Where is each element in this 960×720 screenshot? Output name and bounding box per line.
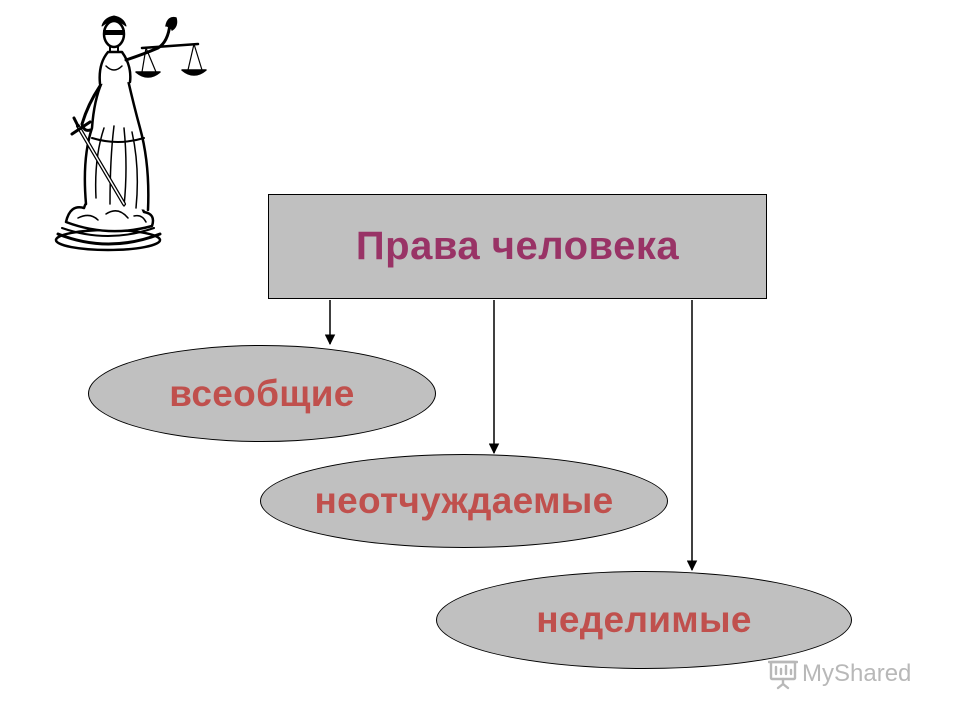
diagram-node-indivisible: неделимые	[436, 571, 852, 669]
diagram-node-label: неделимые	[536, 599, 752, 640]
diagram-node-universal: всеобщие	[88, 345, 436, 442]
diagram-title-box: Права человека	[268, 194, 767, 299]
diagram-node-label: всеобщие	[169, 372, 355, 414]
lady-justice-icon	[54, 15, 207, 252]
watermark: MyShared	[768, 656, 911, 692]
diagram-node-inalienable: неотчуждаемые	[260, 454, 668, 548]
diagram-title: Права человека	[355, 224, 680, 268]
watermark-text: MyShared	[802, 660, 912, 687]
presentation-board-icon	[768, 660, 798, 690]
diagram-node-label: неотчуждаемые	[314, 480, 614, 521]
